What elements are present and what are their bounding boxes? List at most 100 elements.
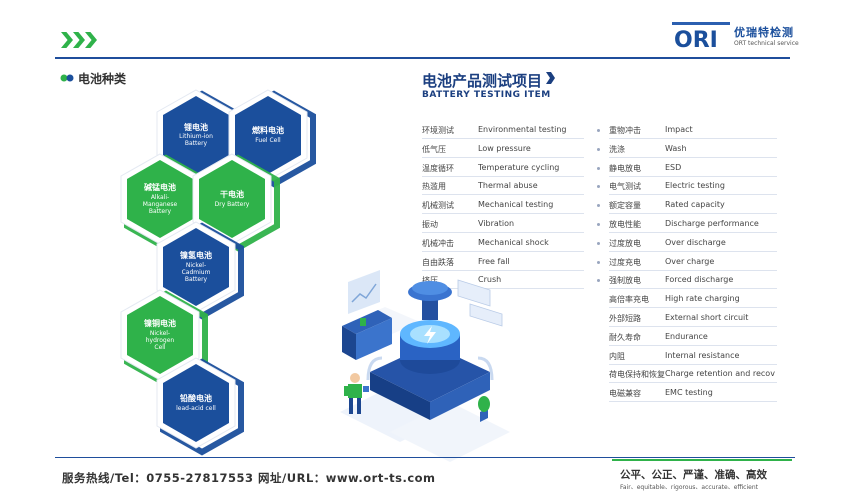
hexagon-icon [156,221,244,320]
row-divider [609,213,777,215]
test-item-cn: 热滥用 [422,182,446,192]
brand-name-cn: 优瑞特检测 [734,26,794,39]
testing-title-cn: 电池产品测试项目 [422,72,543,90]
engineer-figure-icon [344,373,369,414]
bullet-dot-icon [597,204,600,208]
test-item-en: Low pressure [478,143,531,153]
row-divider [609,156,777,158]
test-item-en: Impact [665,125,693,134]
footer-accent-bar [612,459,792,461]
test-item-en: Electric testing [665,181,725,191]
test-item-row: 热滥用 Thermal abuse [422,177,600,196]
info-cards-icon [457,279,503,327]
test-item-en: Mechanical testing [478,200,554,210]
battery-type-name-en: lead-acid cell [176,404,216,412]
brand-name-en: ORT technical service [734,40,799,47]
row-divider [422,250,584,252]
test-item-row: 低气压 Low pressure [422,140,600,158]
test-item-en: High rate charging [665,294,740,304]
bullet-dot-icon [597,279,600,283]
row-divider [609,363,777,365]
test-item-cn: 温度循环 [422,163,454,173]
test-item-en: Environmental testing [478,125,567,134]
test-item-en: Thermal abuse [478,181,538,191]
row-divider [609,138,777,139]
bullet-dot-icon [597,223,600,226]
bullet-dot-icon [597,185,600,189]
test-item-cn: 电磁兼容 [609,389,641,399]
test-item-en: Internal resistance [665,350,740,360]
hexagon-icon [192,153,280,252]
ort-logo: ORI [672,22,730,48]
test-item-row: 过度充电 Over charge [609,253,777,271]
test-item-cn: 静电放电 [609,163,641,173]
bullet-dot-icon [597,129,600,132]
test-item-cn: 放电性能 [609,220,641,229]
battery-lab-illustration [340,270,510,462]
plant-icon [478,396,490,422]
row-divider [422,269,584,271]
battery-type-name-en: Lithium-ion Battery [179,133,213,148]
row-divider [422,288,584,290]
battery-type-name-cn: 锂电池 [184,122,208,132]
test-item-cn: 洗涤 [609,144,625,154]
test-item-row: 振动 Vibration [422,215,600,233]
battery-type-name-en: Dry Battery [214,200,250,208]
battery-type-name-en: Nickel- Cadmium Battery [181,261,211,283]
row-divider [609,326,777,327]
test-item-en: Free fall [478,256,510,266]
row-divider [609,250,777,252]
battery-type-name-en: Fuel Cell [255,136,281,144]
test-item-en: ESD [665,162,682,172]
test-item-cn: 重物冲击 [609,126,641,135]
test-item-cn: 过度充电 [609,257,641,267]
chevron-right-icon [61,32,73,48]
hexagon-icon [156,357,244,456]
test-item-cn: 强制放电 [609,276,641,286]
battery-types-title: 电池种类 [78,72,127,86]
row-divider [609,382,777,384]
test-item-cn: 过度放电 [609,238,641,248]
bullet-dot-icon [597,147,600,151]
test-item-cn: 振动 [422,220,438,229]
test-item-cn: 荷电保持和恢复 [609,370,665,380]
logo-letters: ORI [674,28,718,48]
test-item-en: Charge retention and recov [665,369,775,379]
battery-tester-machine-icon [366,281,494,420]
test-item-row: 洗涤 Wash [609,140,777,158]
footer-slogan-cn: 公平、公正、严谨、准确、高效 [620,469,767,481]
test-item-cn: 额定容量 [609,201,641,211]
test-item-en: Rated capacity [665,200,725,210]
lightning-icon [424,326,436,344]
row-divider [422,232,584,233]
test-item-en: Vibration [478,219,515,228]
test-item-row: 重物冲击 Impact [609,121,777,139]
bullet-dot-icon [597,260,600,264]
test-item-cn: 机械冲击 [422,238,454,248]
test-item-cn: 低气压 [422,144,446,154]
battery-type-name-cn: 碱锰电池 [144,182,176,192]
header-divider [55,57,790,59]
row-divider [609,344,777,346]
test-item-en: Over charge [665,256,715,266]
test-item-en: Crush [478,275,502,285]
row-divider [422,194,584,196]
row-divider [422,175,584,177]
chevron-right-icon [546,72,555,84]
row-divider [609,401,777,403]
test-item-en: Wash [665,143,687,153]
